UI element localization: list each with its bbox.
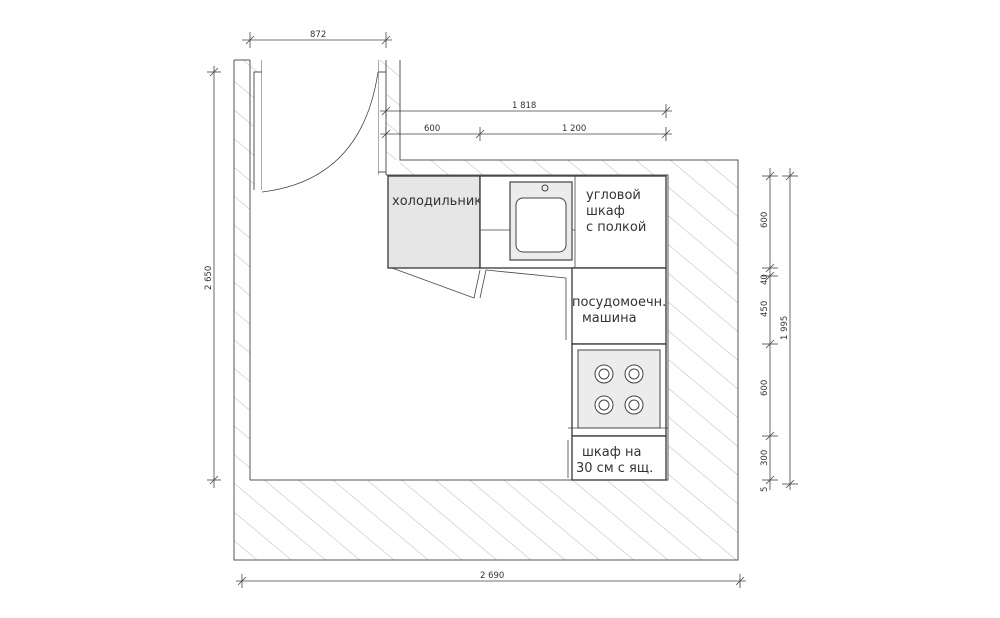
stove-top	[577, 349, 661, 429]
burner-4-inner	[628, 399, 640, 411]
dimension-bottom-width: 2 690	[236, 571, 746, 588]
dishwasher-label-2: машина	[582, 311, 637, 326]
dimension-right-total: 1 995	[780, 168, 798, 490]
doorway-opening	[262, 60, 378, 200]
drawer-cabinet-label-1: шкаф на	[582, 445, 641, 460]
dimension-top-total: 1 818	[380, 101, 672, 118]
svg-text:2 650: 2 650	[204, 266, 214, 290]
svg-text:1 200: 1 200	[562, 124, 586, 134]
dishwasher	[571, 267, 667, 345]
svg-text:600: 600	[424, 124, 440, 134]
dimension-left-height: 2 650	[204, 66, 221, 488]
sink-basin	[515, 197, 567, 253]
svg-text:1 995: 1 995	[780, 316, 790, 340]
svg-text:40: 40	[760, 274, 770, 285]
drawer-cabinet-label-2: 30 см с ящ.	[576, 461, 653, 476]
fridge	[387, 175, 481, 269]
fridge-door-swing	[391, 267, 567, 299]
dimension-top-segments: 600 1 200	[380, 124, 672, 141]
burner-3-inner	[598, 399, 610, 411]
svg-text:450: 450	[760, 301, 770, 317]
corner-cabinet-label-3: с полкой	[586, 220, 646, 235]
dimension-door-width: 872	[242, 30, 392, 48]
burner-4	[624, 395, 644, 415]
burner-2-inner	[628, 368, 640, 380]
corner-cabinet-label-1: угловой	[586, 188, 641, 203]
corner-cabinet-label-2: шкаф	[586, 204, 625, 219]
burner-1-inner	[598, 368, 610, 380]
svg-text:600: 600	[760, 380, 770, 396]
door-jamb-right	[377, 71, 387, 173]
burner-2	[624, 364, 644, 384]
door-jamb-left	[253, 71, 263, 193]
fridge-label: холодильник	[392, 194, 482, 209]
drawer-cabinet	[571, 435, 667, 481]
svg-text:300: 300	[760, 450, 770, 466]
svg-text:2 690: 2 690	[480, 571, 504, 581]
door-swing-arc	[261, 71, 379, 193]
sink-drain	[541, 184, 549, 192]
burner-1	[594, 364, 614, 384]
svg-text:5: 5	[760, 487, 770, 492]
burner-3	[594, 395, 614, 415]
dishwasher-label-1: посудомоечн.	[572, 295, 666, 310]
svg-text:872: 872	[310, 30, 326, 40]
svg-text:1 818: 1 818	[512, 101, 536, 111]
svg-text:600: 600	[760, 212, 770, 228]
dimension-right-segments: 600 40 450 600 300 5	[760, 168, 778, 492]
